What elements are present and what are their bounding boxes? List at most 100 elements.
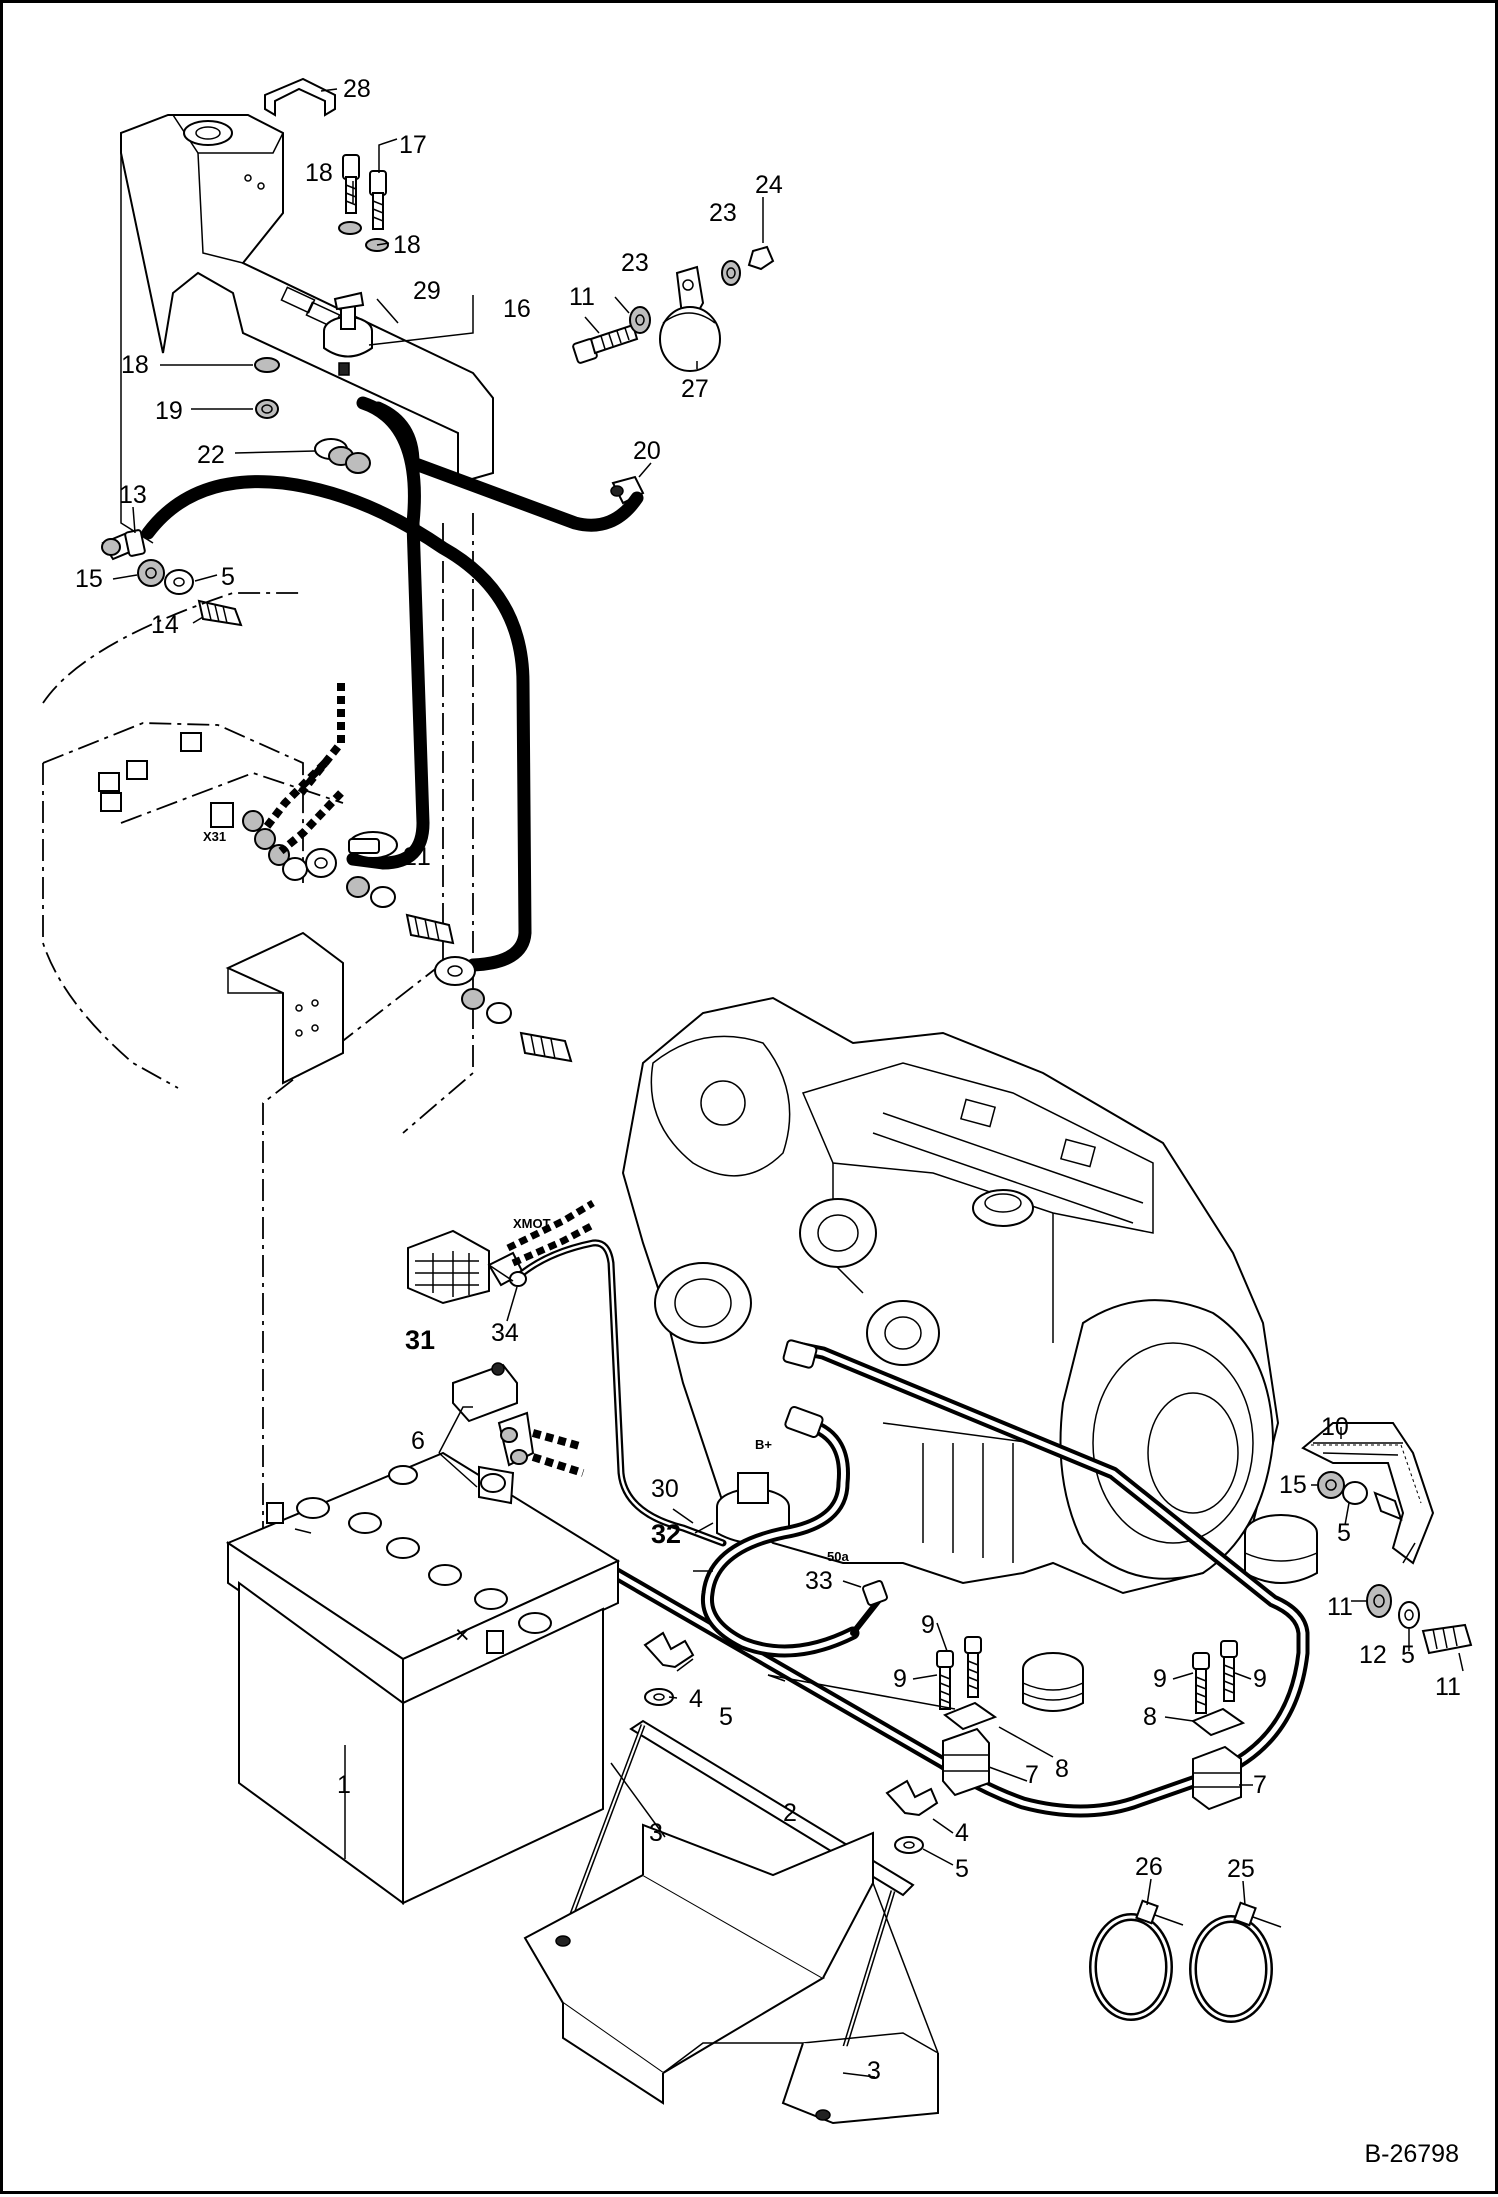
battery-master-switch-29: [323, 291, 373, 376]
callout-10: 10: [1321, 1413, 1349, 1441]
wiring-diagram: X31: [42, 75, 1473, 2125]
lock-washer-15b: [1317, 1471, 1345, 1499]
battery-switch-housing: [120, 114, 494, 544]
bolt-11-right: [1421, 1623, 1473, 1655]
callout-5-a: 5: [221, 563, 235, 591]
callout-7-a: 7: [1025, 1761, 1039, 1789]
bolt-9a: [936, 1650, 954, 1710]
nut-19: [255, 399, 279, 419]
label-x31: X31: [203, 829, 226, 844]
bolt-9d: [1220, 1640, 1238, 1702]
callout-23-a: 23: [621, 249, 649, 277]
callout-16: 16: [503, 295, 531, 323]
callout-9-c: 9: [1153, 1665, 1167, 1693]
washer-x31: [370, 886, 396, 908]
battery-caps: [296, 1465, 552, 1634]
callout-3-b: 3: [867, 2057, 881, 2085]
lock-washer-lower: [461, 988, 485, 1010]
callout-21: 21: [403, 843, 431, 871]
callout-9-d: 9: [1253, 1665, 1267, 1693]
label-xmot: XMOT: [513, 1216, 551, 1231]
xmot-dashed-1: [506, 1199, 595, 1252]
cable-tie-26: [1089, 1899, 1184, 2021]
dashed-wire-6b: [531, 1453, 585, 1477]
callout-15-a: 15: [75, 565, 103, 593]
callout-15-b: 15: [1279, 1471, 1307, 1499]
battery-tray: [523, 1823, 939, 2125]
plate-8a: [943, 1701, 998, 1731]
callout-29: 29: [413, 277, 441, 305]
x31-connector: [210, 802, 337, 881]
callout-19: 19: [155, 397, 183, 425]
cable-main-upper: [141, 396, 644, 972]
cable-lug-13: [101, 529, 146, 561]
callout-9-b: 9: [893, 1665, 907, 1693]
callout-1: 1: [337, 1771, 351, 1799]
callout-8-b: 8: [1143, 1703, 1157, 1731]
callout-18-b: 18: [393, 231, 421, 259]
drawing-number: B-26798: [1364, 2140, 1459, 2168]
callout-33: 33: [805, 1567, 833, 1595]
callout-13: 13: [119, 481, 147, 509]
callout-32: 32: [651, 1519, 681, 1549]
xmot-connector-31: [407, 1229, 525, 1305]
bolt-9c: [1192, 1652, 1210, 1714]
callout-11-right: 11: [1435, 1673, 1461, 1701]
outline-right-vertical: [402, 513, 474, 1134]
outline-tray-upper: [120, 772, 344, 824]
xmot-dashed-2: [511, 1221, 595, 1267]
bolt-18-top: [342, 154, 360, 214]
cable-lug-22: [314, 438, 371, 474]
washer-5e: [1342, 1481, 1368, 1505]
washer-5a: [164, 569, 194, 595]
cover-cap-28: [264, 77, 336, 117]
svg-text:×: ×: [455, 1621, 470, 1649]
bolt-lower: [519, 1031, 573, 1063]
bolt-11-top: [572, 323, 639, 364]
connector-block-left: [98, 732, 202, 812]
washer-5c: [894, 1836, 924, 1854]
terminal-20: [610, 475, 645, 505]
cable-battery-positive: [486, 1340, 1310, 1818]
bolt-17: [369, 170, 387, 230]
lock-washer-15a: [137, 559, 165, 587]
wing-nut-4a: [643, 1631, 695, 1669]
callout-30: 30: [651, 1475, 679, 1503]
washer-5d: [1398, 1601, 1420, 1629]
battery-post-pos: [486, 1630, 504, 1654]
callout-4-a: 4: [689, 1685, 703, 1713]
bolt-11-strap: [1373, 1491, 1403, 1521]
outline-top-arc: [42, 592, 303, 704]
nut-24: [747, 245, 775, 271]
bolt-9b: [964, 1636, 982, 1698]
relay-bracket-27: [659, 265, 721, 372]
callout-18-a: 18: [305, 159, 333, 187]
cable-clamp-7b: [1192, 1745, 1242, 1811]
callout-18-c: 18: [121, 351, 149, 379]
label-b-plus: B+: [755, 1437, 772, 1452]
plate-8b: [1191, 1707, 1246, 1737]
ground-strap-10: [1301, 1422, 1435, 1565]
bolt-14: [197, 599, 243, 627]
starter-lug: [782, 1339, 818, 1369]
outline-left-lower: [42, 763, 179, 1089]
callout-22: 22: [197, 441, 225, 469]
battery-1: ×: [225, 1451, 621, 1905]
washer-5b: [644, 1688, 674, 1706]
callout-7-b: 7: [1253, 1771, 1267, 1799]
cable-starter-32: [700, 1405, 860, 1658]
engine-block: [621, 996, 1280, 1595]
label-50a: 50a: [827, 1549, 849, 1564]
callout-14: 14: [151, 611, 179, 639]
washer-18c: [254, 357, 280, 373]
callout-4-b: 4: [955, 1819, 969, 1847]
outline-long-vertical: [262, 962, 444, 1583]
cable-lug-21: [348, 831, 398, 859]
callout-24: 24: [755, 171, 783, 199]
callout-3-a: 3: [649, 1819, 663, 1847]
dashed-wire-6a: [531, 1429, 585, 1451]
cable-tie-25: [1189, 1901, 1282, 2023]
cable-clamp-7a: [942, 1727, 990, 1797]
cable-33: [850, 1580, 888, 1636]
